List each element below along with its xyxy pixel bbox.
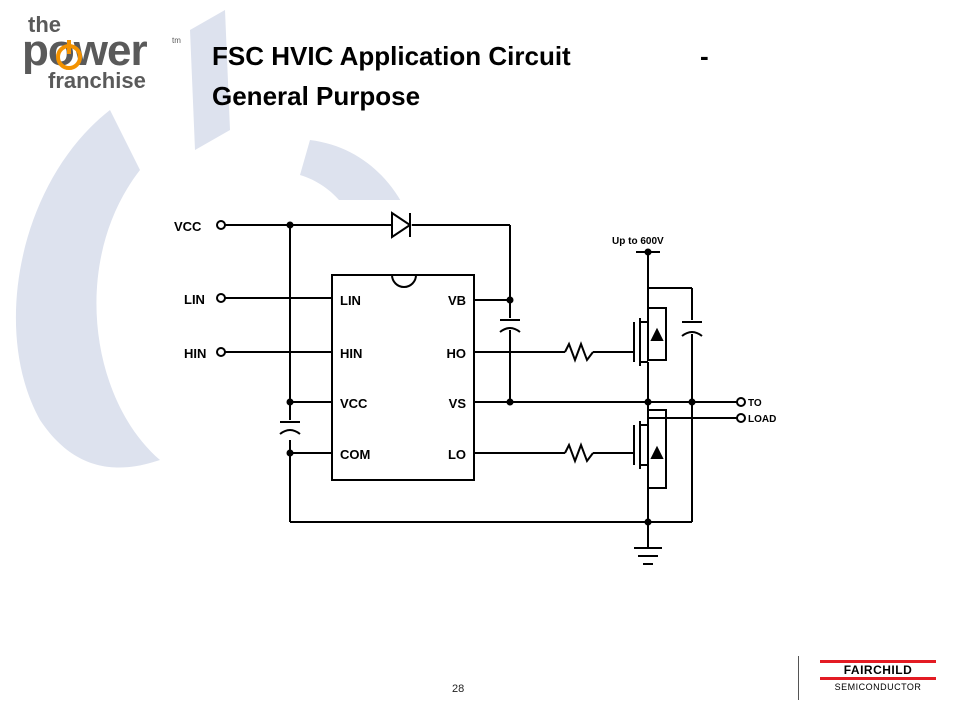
logo-power-text: power xyxy=(22,26,148,75)
fairchild-bar-bottom xyxy=(820,677,936,680)
title-subtitle: General Purpose xyxy=(212,81,421,111)
output-terminal-1 xyxy=(736,397,746,407)
ic-pin-vcc: VCC xyxy=(340,396,368,411)
hin-terminal xyxy=(216,347,226,357)
footer-divider xyxy=(798,656,799,700)
fairchild-logo: FAIRCHILD SEMICONDUCTOR xyxy=(820,660,936,700)
fairchild-bar-top xyxy=(820,660,936,663)
ic-pin-ho: HO xyxy=(447,346,467,361)
slide-title: FSC HVIC Application Circuit General Pur… xyxy=(212,36,571,116)
title-dash: - xyxy=(700,41,709,71)
title-main: FSC HVIC Application Circuit xyxy=(212,41,571,71)
ic-pin-hin: HIN xyxy=(340,346,362,361)
supply-label: Up to 600V xyxy=(612,236,664,247)
vcc-input-label: VCC xyxy=(174,219,202,234)
ic-pin-lo: LO xyxy=(448,447,466,462)
ic-package xyxy=(331,274,475,481)
lin-terminal xyxy=(216,293,226,303)
output-terminal-2 xyxy=(736,413,746,423)
output-label-to: TO xyxy=(748,398,762,409)
ic-pin-lin: LIN xyxy=(340,293,361,308)
ic-pin-com: COM xyxy=(340,447,370,462)
logo-the-text: the xyxy=(28,12,61,37)
fairchild-name: FAIRCHILD xyxy=(843,663,913,677)
logo-trademark: tm xyxy=(172,36,181,45)
ic-notch xyxy=(391,274,417,288)
hvic-schematic: VCC LIN HIN LIN HIN VCC COM VB HO VS LO … xyxy=(170,200,788,578)
output-label-load: LOAD xyxy=(748,414,776,425)
page-number: 28 xyxy=(452,683,465,695)
power-button-icon xyxy=(56,40,82,70)
ic-pin-vs: VS xyxy=(449,396,467,411)
logo-franchise-text: franchise xyxy=(48,68,146,93)
hin-input-label: HIN xyxy=(184,346,206,361)
fairchild-sub: SEMICONDUCTOR xyxy=(834,682,922,692)
ic-pin-vb: VB xyxy=(448,293,466,308)
bootstrap-diode-icon xyxy=(391,211,412,239)
ground-icon xyxy=(634,547,662,565)
lin-input-label: LIN xyxy=(184,292,205,307)
vcc-terminal xyxy=(216,220,226,230)
low-side-mosfet-icon xyxy=(628,402,738,548)
power-franchise-logo: the power tm franchise xyxy=(22,10,192,93)
high-side-mosfet-icon xyxy=(628,288,667,402)
